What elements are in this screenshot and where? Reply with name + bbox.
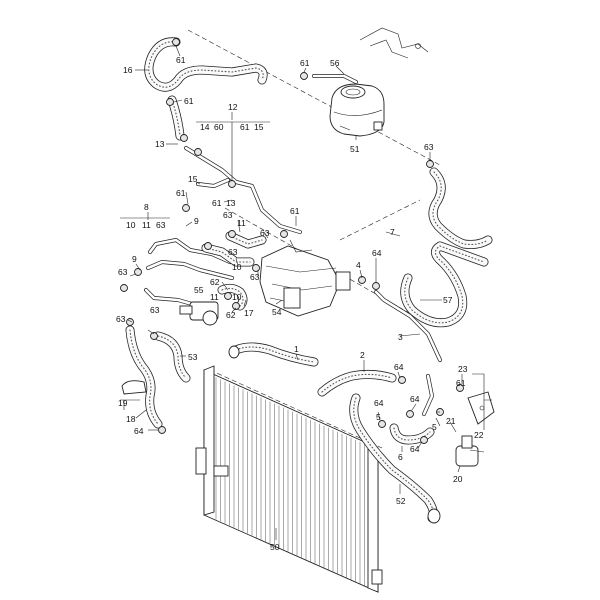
- hose-6[interactable]: [389, 423, 435, 445]
- callout-11: 11: [142, 220, 151, 230]
- callout-9: 9: [194, 216, 199, 226]
- valve-bracket[interactable]: [467, 391, 495, 425]
- callout-8: 8: [144, 202, 149, 212]
- callout-64: 64: [372, 248, 382, 258]
- callout-63: 63: [228, 247, 238, 257]
- callout-labels: 16 61 61 12 14 60 61 15 13 15 61 61 13 8…: [116, 55, 484, 552]
- callout-13: 13: [226, 198, 236, 208]
- callout-15: 15: [254, 122, 264, 132]
- callout-4: 4: [356, 260, 361, 270]
- callout-61: 61: [212, 198, 222, 208]
- callout-18: 18: [126, 414, 136, 424]
- callout-9: 9: [132, 254, 137, 264]
- callout-21: 21: [446, 416, 456, 426]
- coolant-pipe-8[interactable]: [144, 238, 234, 306]
- callout-63: 63: [223, 210, 233, 220]
- overflow-pipe[interactable]: [312, 74, 358, 84]
- callout-60: 60: [214, 122, 224, 132]
- callout-63: 63: [118, 267, 128, 277]
- hose-53[interactable]: [153, 331, 191, 383]
- callout-64: 64: [410, 394, 420, 404]
- hose-short-upper[interactable]: [167, 95, 185, 141]
- callout-15: 15: [188, 174, 198, 184]
- coolant-pipe-15[interactable]: [196, 178, 230, 188]
- hose-17[interactable]: [217, 283, 248, 311]
- hose-52[interactable]: [349, 393, 441, 524]
- hose-11[interactable]: [201, 231, 267, 267]
- callout-61: 61: [456, 378, 466, 388]
- callout-13: 13: [155, 139, 165, 149]
- callout-64: 64: [374, 398, 384, 408]
- callout-61: 61: [184, 96, 194, 106]
- callout-61: 61: [300, 58, 310, 68]
- callout-63: 63: [424, 142, 434, 152]
- radiator-fins: [215, 377, 365, 586]
- callout-64: 64: [394, 362, 404, 372]
- callout-53: 53: [188, 352, 198, 362]
- callout-64: 64: [410, 444, 420, 454]
- callout-11: 11: [237, 218, 246, 228]
- coolant-housing[interactable]: [259, 239, 351, 317]
- hose-clamps[interactable]: [120, 38, 464, 444]
- coolant-pipe-5[interactable]: [422, 374, 434, 416]
- callout-11: 11: [210, 292, 219, 302]
- callout-20: 20: [453, 474, 463, 484]
- callout-10: 10: [232, 292, 242, 302]
- callout-23: 23: [458, 364, 468, 374]
- hose-1[interactable]: [228, 342, 319, 367]
- callout-16: 16: [123, 65, 133, 75]
- coolant-valve[interactable]: [455, 435, 485, 467]
- callout-54: 54: [272, 307, 282, 317]
- hose-bracket-19[interactable]: [121, 380, 147, 395]
- callout-61: 61: [240, 122, 250, 132]
- coolant-pipe-3[interactable]: [374, 290, 442, 362]
- callout-50: 50: [270, 542, 280, 552]
- callout-1: 1: [294, 344, 299, 354]
- callout-63: 63: [150, 305, 160, 315]
- callout-63: 63: [116, 314, 126, 324]
- auxiliary-coolant-pump[interactable]: [179, 301, 219, 326]
- hose-7[interactable]: [428, 167, 493, 249]
- callout-14: 14: [200, 122, 210, 132]
- hose-16[interactable]: [144, 37, 268, 92]
- callout-3: 3: [398, 332, 403, 342]
- hose-57[interactable]: [400, 241, 489, 328]
- callout-6: 6: [398, 452, 403, 462]
- callout-51: 51: [350, 144, 360, 154]
- callout-63: 63: [250, 272, 260, 282]
- callout-61: 61: [290, 206, 300, 216]
- callout-2: 2: [360, 350, 365, 360]
- expansion-tank[interactable]: [329, 83, 385, 137]
- callout-12: 12: [228, 102, 238, 112]
- mounting-bracket: [359, 27, 429, 59]
- callout-10: 10: [232, 262, 242, 272]
- callout-19: 19: [118, 398, 128, 408]
- leader-lines: [120, 45, 492, 540]
- callout-55: 55: [194, 285, 204, 295]
- callout-61: 61: [176, 188, 186, 198]
- callout-62: 62: [210, 277, 220, 287]
- callout-22: 22: [474, 430, 484, 440]
- callout-64: 64: [134, 426, 144, 436]
- callout-57: 57: [443, 295, 453, 305]
- callout-5: 5: [432, 422, 437, 432]
- callout-63: 63: [156, 220, 166, 230]
- callout-61: 61: [176, 55, 186, 65]
- callout-63: 63: [260, 228, 270, 238]
- coolant-pipe-12[interactable]: [184, 146, 302, 234]
- callout-62: 62: [226, 310, 236, 320]
- callout-56: 56: [330, 58, 340, 68]
- callout-7: 7: [390, 227, 395, 237]
- callout-5: 5: [376, 412, 381, 422]
- callout-17: 17: [244, 308, 254, 318]
- hose-18[interactable]: [125, 325, 163, 429]
- callout-52: 52: [396, 496, 406, 506]
- callout-10: 10: [126, 220, 136, 230]
- hose-2[interactable]: [317, 369, 397, 397]
- radiator[interactable]: [195, 365, 383, 593]
